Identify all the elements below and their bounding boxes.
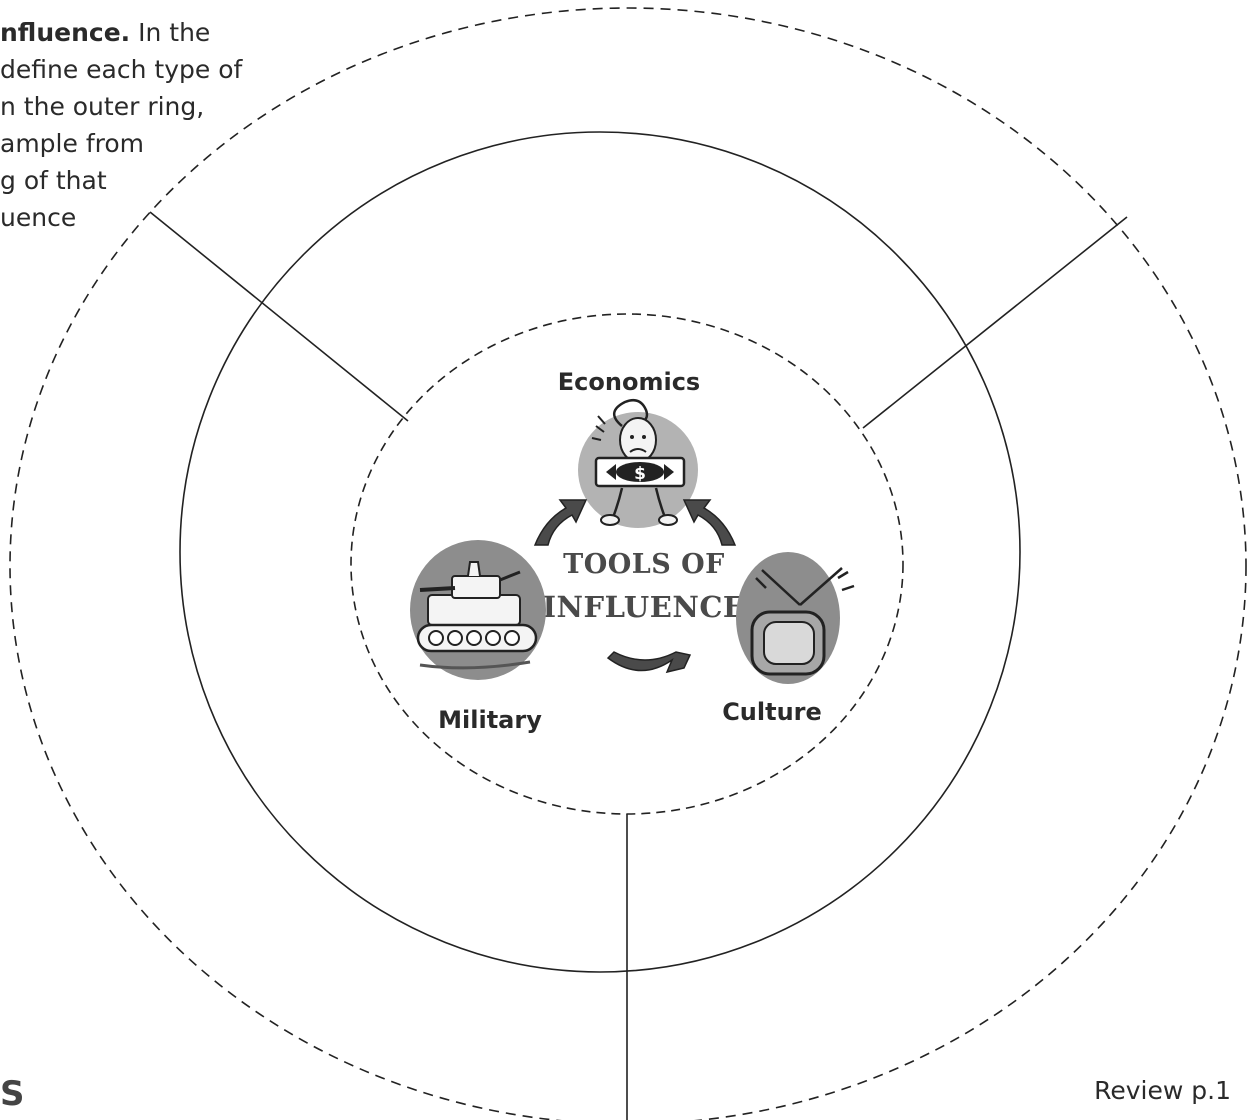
outer-ring — [9, 7, 1247, 1120]
military-label: Military — [438, 706, 542, 734]
tank-icon — [410, 540, 546, 680]
instructions-line-3: n the outer ring, — [0, 92, 205, 121]
television-icon — [736, 552, 855, 684]
middle-ring — [179, 131, 1021, 973]
instructions-line-6: uence — [0, 203, 77, 232]
money-man-icon: $ — [578, 399, 698, 528]
divider-left — [149, 211, 409, 422]
economics-label: Economics — [558, 368, 700, 396]
instructions-line-4: ample from — [0, 129, 144, 158]
instructions-line-5: g of that — [0, 166, 107, 195]
svg-text:$: $ — [634, 464, 646, 484]
instructions-line-1: nfluence. In the — [0, 18, 211, 47]
divider-right — [862, 216, 1128, 429]
footer-fragment: S — [0, 1074, 25, 1114]
page-label: Review p.1 — [1094, 1076, 1231, 1105]
instructions-text: nfluence. In the define each type of n t… — [0, 14, 290, 236]
center-title-line-1: TOOLS OF — [563, 549, 725, 580]
center-title-line-2: INFLUENCE — [542, 590, 745, 624]
culture-label: Culture — [722, 698, 822, 726]
instructions-line-2: define each type of — [0, 55, 243, 84]
curved-arrow-icon — [533, 499, 737, 674]
